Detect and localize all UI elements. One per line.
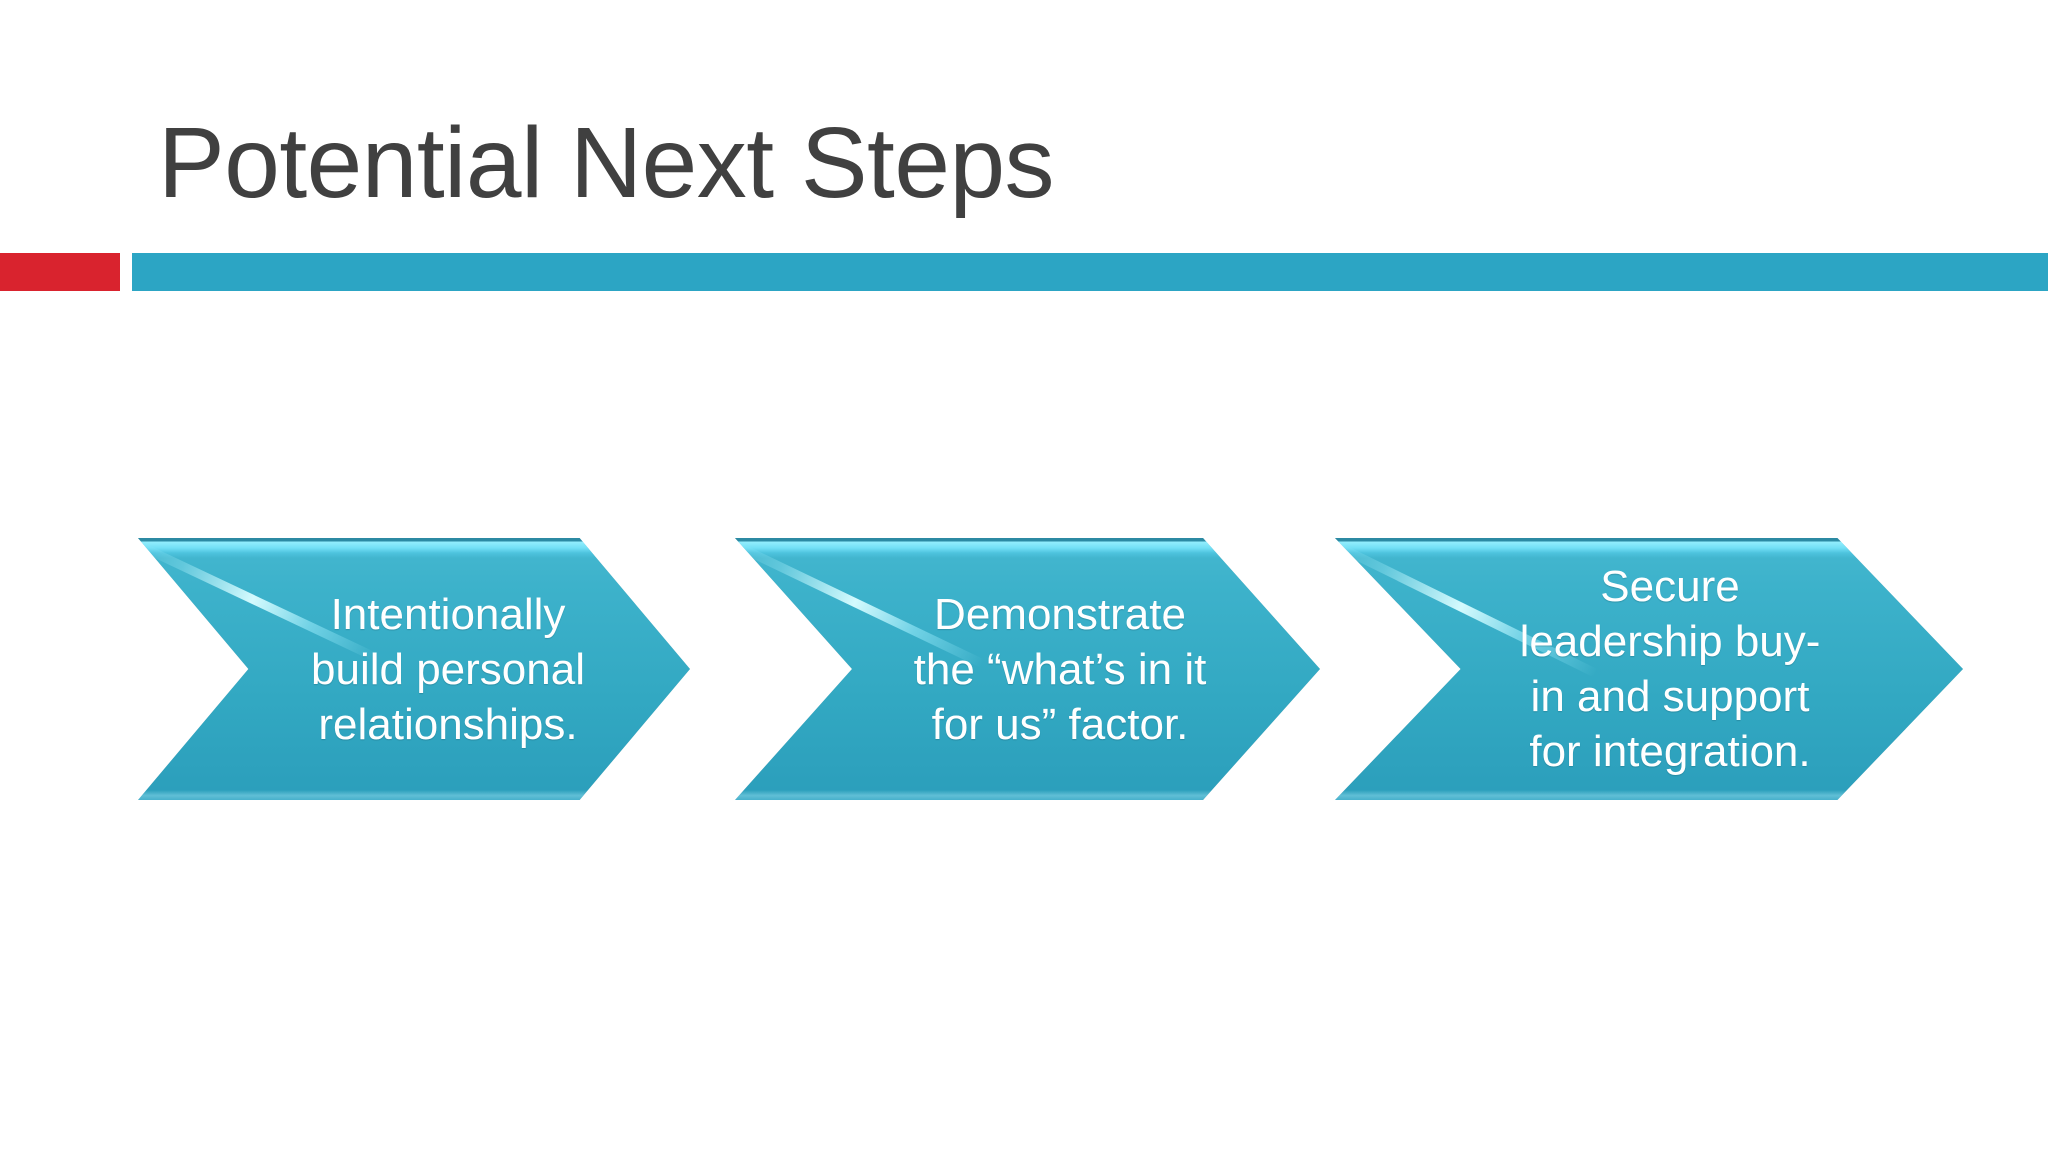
chevron-step-2-label: Demonstrate the “what’s in it for us” fa… (913, 589, 1207, 749)
chevron-step-1-label: Intentionally build personal relationshi… (311, 589, 585, 749)
title-divider (0, 253, 2048, 291)
chevron-step-3-label: Secure leadership buy- in and support fo… (1519, 562, 1821, 776)
divider-accent-red (0, 253, 120, 291)
page-title: Potential Next Steps (158, 107, 1055, 219)
divider-accent-teal (132, 253, 2048, 291)
chevron-process-group: Intentionally build personal relationshi… (0, 538, 2048, 828)
